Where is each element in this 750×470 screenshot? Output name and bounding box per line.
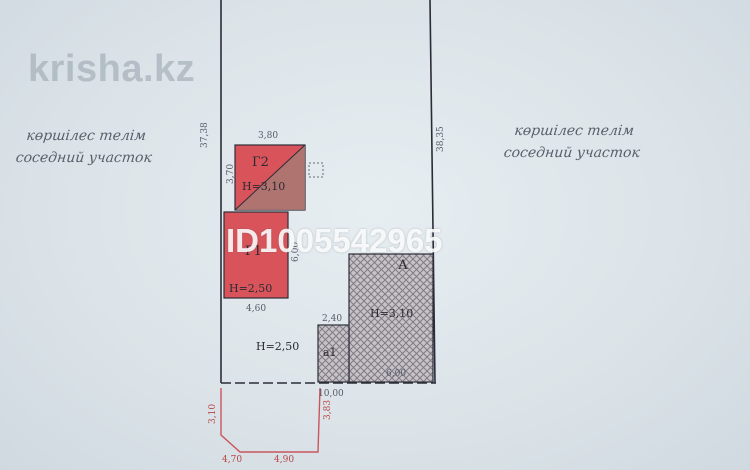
neighbor-left-line2: соседний участок — [14, 150, 153, 166]
dim-g2-top: 3,80 — [258, 131, 279, 141]
neighbor-right-line1: көршілес телім — [513, 123, 635, 139]
dim-ext-left: 3,10 — [208, 403, 218, 424]
dim-g2-side: 3,70 — [226, 163, 236, 184]
dim-left-edge: 37,38 — [200, 122, 210, 148]
neighbor-right-line2: соседний участок — [502, 145, 641, 161]
neighbor-label-left: көршілес телім соседний участок — [0, 125, 172, 169]
dim-g1-bottom: 4,60 — [246, 304, 267, 314]
neighbor-label-right: көршілес телім соседний участок — [486, 120, 661, 164]
neighbor-left-line1: көршілес телім — [25, 128, 147, 144]
dim-a-bottom: 6,00 — [386, 369, 407, 379]
g2-height: Н=3,10 — [242, 180, 286, 193]
g1-height: Н=2,50 — [229, 282, 273, 295]
dim-ext-bottom-b: 4,90 — [274, 455, 295, 465]
lot-extension — [220, 387, 321, 453]
building-a — [348, 253, 434, 383]
lot-right-boundary — [429, 0, 436, 384]
g1-code: Г1 — [245, 244, 262, 259]
dim-lot-bottom: 10,00 — [318, 389, 344, 399]
g2-entry-marker — [308, 162, 324, 178]
building-a1 — [317, 324, 350, 383]
a1-height: Н=2,50 — [256, 340, 300, 353]
dim-right-edge: 38,35 — [436, 126, 446, 152]
a-code: А — [398, 258, 408, 273]
dim-ext-right: 3,83 — [323, 399, 333, 420]
dim-ext-bottom-a: 4,70 — [222, 455, 243, 465]
krisha-watermark: krisha.kz — [28, 48, 196, 90]
listing-id-watermark: ID1005542965 — [226, 222, 443, 259]
a-height: Н=3,10 — [370, 307, 414, 320]
g2-code: Г2 — [252, 155, 269, 170]
building-g1 — [223, 211, 289, 299]
dim-a1-top: 2,40 — [322, 314, 343, 324]
a1-code: а1 — [323, 346, 337, 359]
